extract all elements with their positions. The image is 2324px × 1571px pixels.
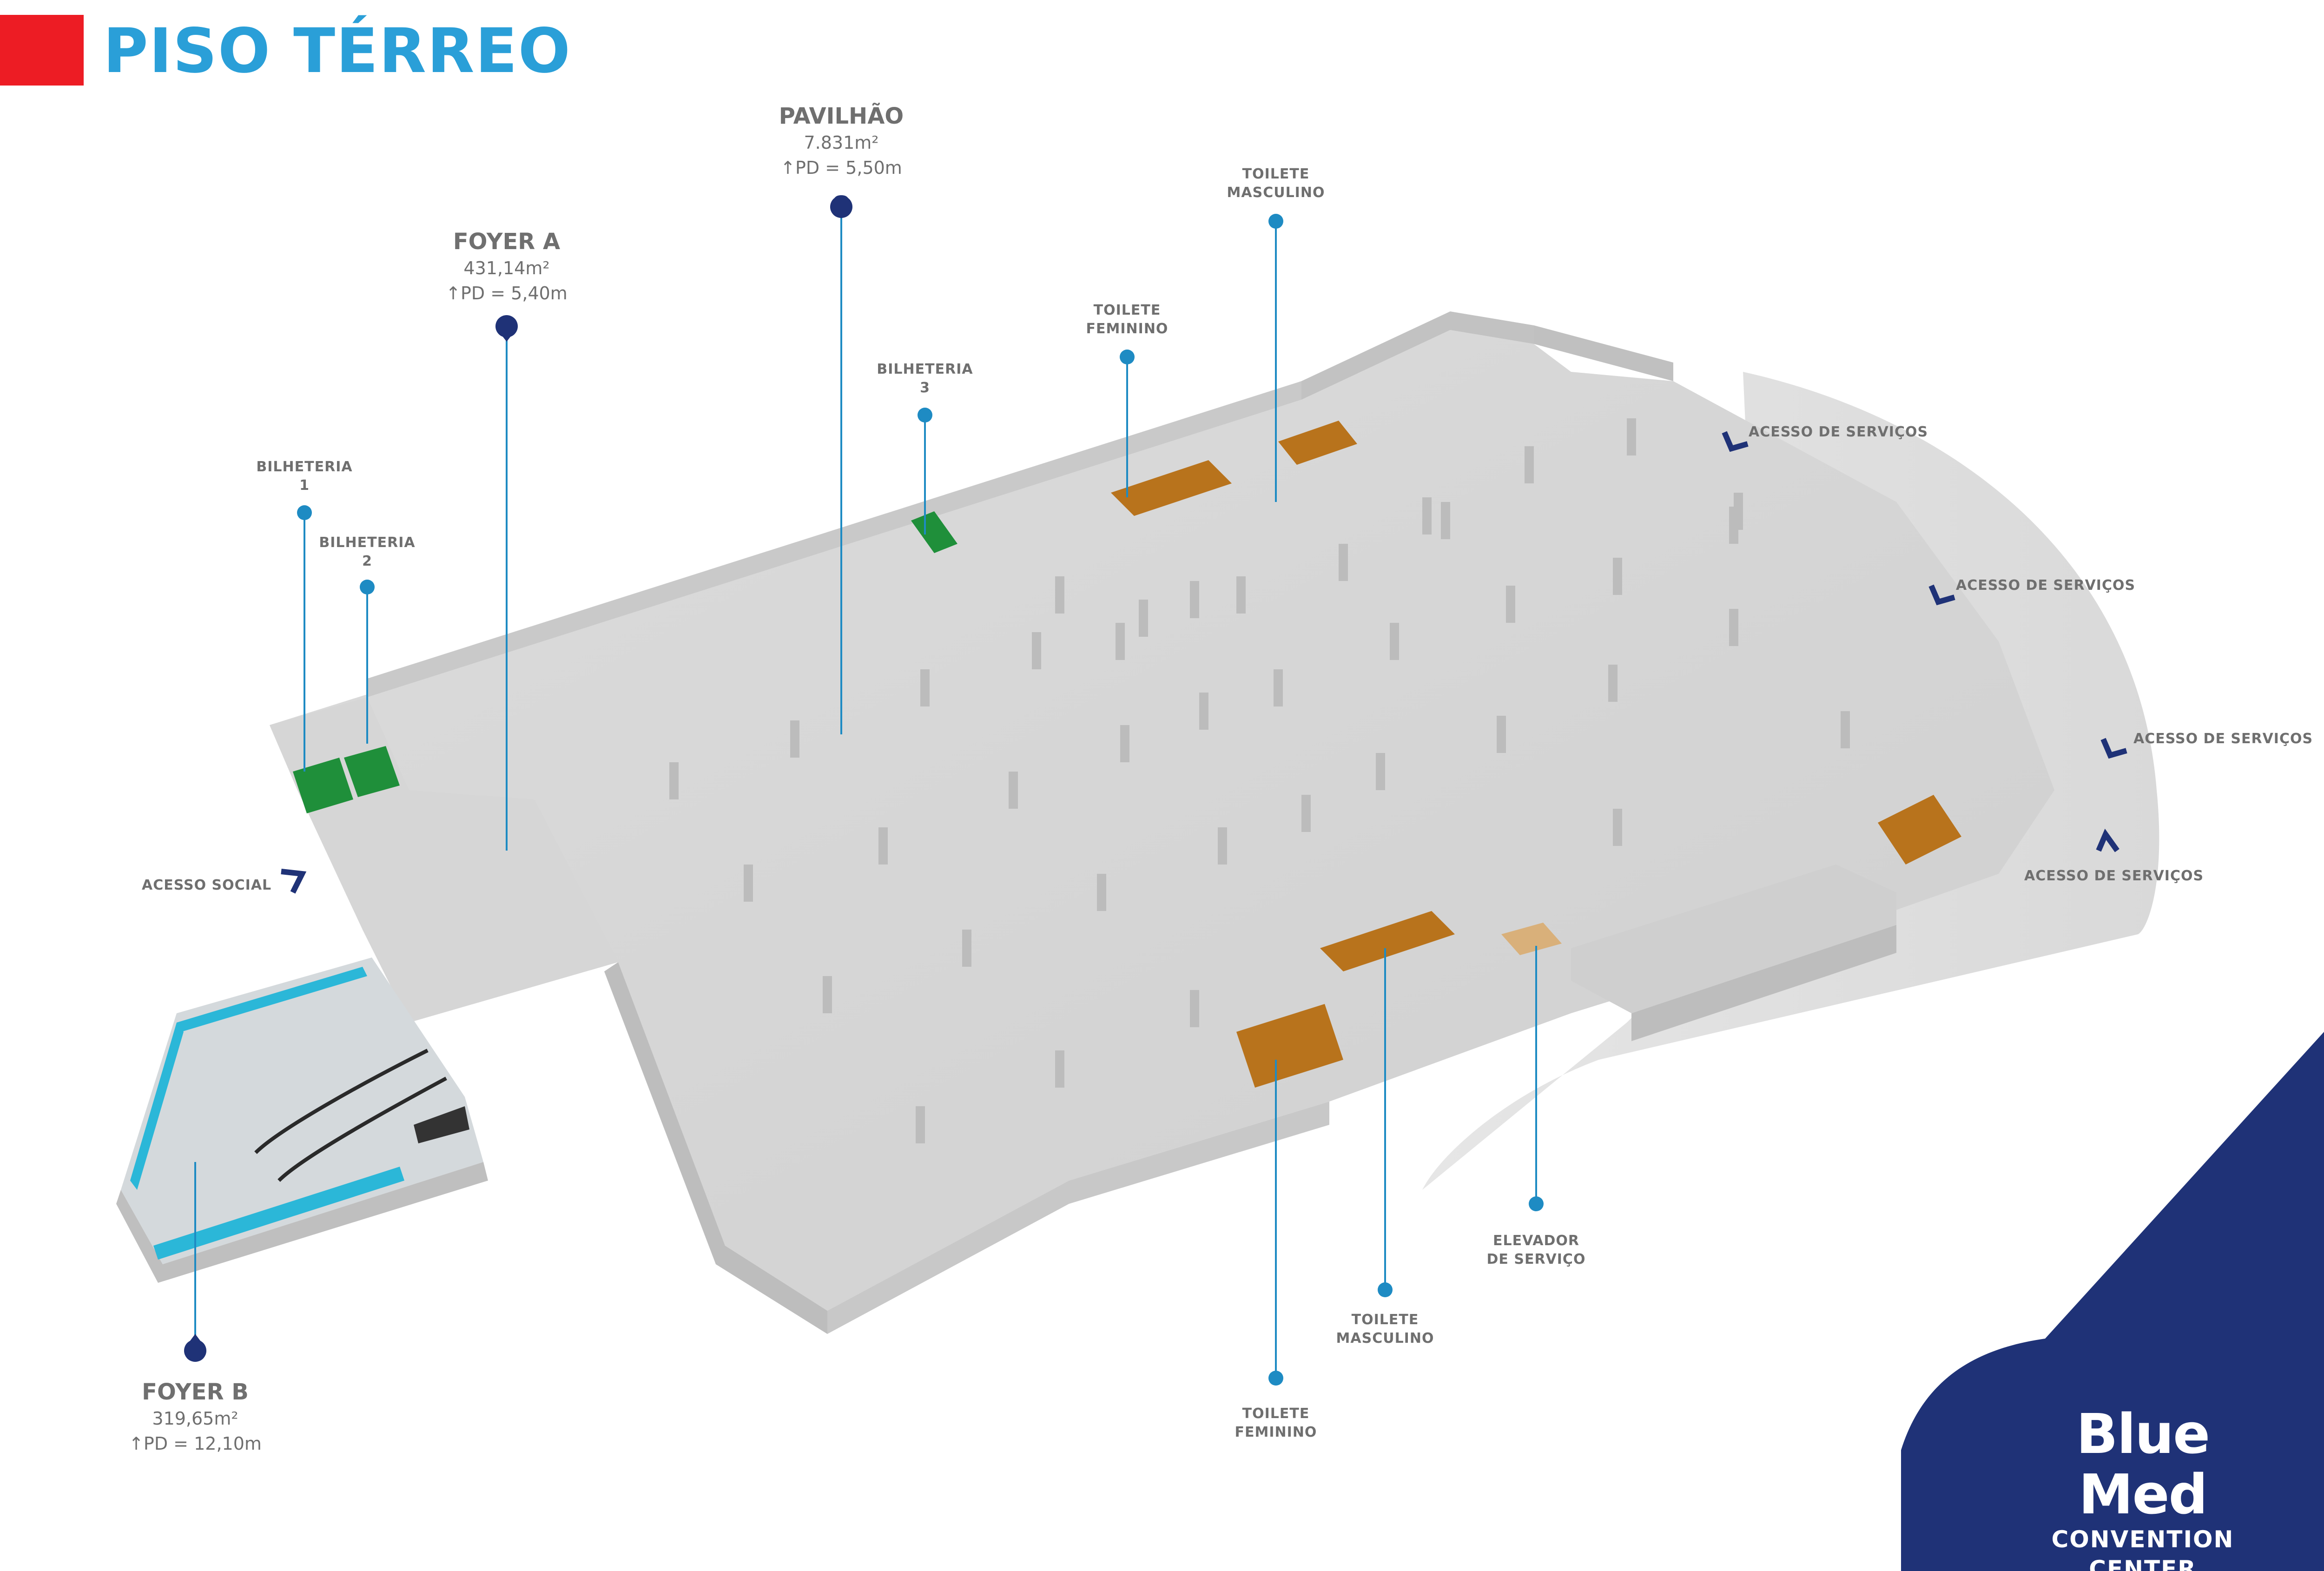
acesso-servicos-2-label: ACESSO DE SERVIÇOS [1956, 577, 2136, 594]
bilheteria-1-line1: BILHETERIA [256, 459, 353, 475]
toilete-masculino-top-label: TOILETE MASCULINO [1206, 165, 1346, 202]
pavilion-columns [669, 418, 1850, 1143]
service-block-front [1631, 925, 1896, 1041]
brand-logo: Blue Med CONVENTION CENTER [2008, 1404, 2278, 1571]
north-wall-top [1301, 311, 1534, 400]
map-pin-icon [184, 1334, 206, 1362]
elevador-servico-line2: DE SERVIÇO [1486, 1251, 1586, 1267]
map-pin-icon [830, 195, 852, 218]
ticket-booth-1 [293, 758, 353, 813]
escalator-icon [254, 1049, 447, 1182]
page-title: PISO TÉRREO [103, 15, 571, 87]
toilete-feminino-bottom-line1: TOILETE [1242, 1406, 1310, 1422]
toilete-feminino-top-line1: TOILETE [1093, 302, 1161, 318]
escalator-dark-ramp [414, 1106, 469, 1143]
map-pin-icon [297, 214, 1544, 1386]
brand-name: Blue Med [2076, 1402, 2210, 1526]
map-pin-icon [495, 315, 518, 342]
foyer-a-height: ↑PD = 5,40m [446, 283, 568, 304]
toilete-feminino-top-line2: FEMININO [1086, 321, 1169, 337]
foyer-b-glass-3 [130, 1023, 184, 1190]
service-block [1571, 865, 1896, 1013]
foyer-b-edge [116, 1162, 488, 1283]
foyer-b-glass-2 [153, 1167, 404, 1260]
brand-subtitle: CONVENTION CENTER [2051, 1526, 2234, 1571]
bilheteria-1-label: BILHETERIA 1 [235, 458, 374, 495]
ticket-booth-2 [344, 746, 400, 797]
bilheteria-3-label: BILHETERIA 3 [855, 360, 995, 397]
pavilion-floor [270, 330, 2054, 1311]
toilete-masculino-bottom-line1: TOILETE [1351, 1312, 1419, 1328]
restroom-top-feminino [1111, 460, 1232, 516]
acesso-servicos-3-label: ACESSO DE SERVIÇOS [2133, 731, 2313, 747]
title-accent-block [0, 15, 84, 86]
foyer-b-floor [121, 957, 483, 1264]
pavilion-edge-right [827, 1102, 1329, 1334]
bilheteria-3-line2: 3 [920, 380, 930, 396]
restroom-bottom-feminino [1236, 1004, 1343, 1088]
bilheteria-2-label: BILHETERIA 2 [297, 534, 437, 571]
leader-lines [194, 214, 1537, 1378]
foyer-a-name: FOYER A [453, 229, 561, 255]
foyer-b-name: FOYER B [142, 1379, 249, 1405]
foyer-b-area: 319,65m² [152, 1408, 238, 1429]
toilete-feminino-bottom-line2: FEMININO [1235, 1424, 1317, 1440]
east-wall [1534, 325, 1673, 381]
brand-corner-band [1901, 1032, 2324, 1571]
bilheteria-3-line1: BILHETERIA [877, 361, 973, 377]
foyer-b-height: ↑PD = 12,10m [129, 1433, 262, 1454]
elevator-room [1501, 923, 1562, 955]
acesso-social-label: ACESSO SOCIAL [142, 877, 272, 893]
restroom-bottom-masculino [1320, 911, 1455, 971]
bilheteria-1-line2: 1 [299, 477, 310, 494]
foyer-b-glass-1 [177, 967, 367, 1032]
pavilhao-name: PAVILHÃO [779, 103, 904, 129]
ticket-booth-3 [911, 511, 957, 553]
elevador-servico-label: ELEVADOR DE SERVIÇO [1466, 1232, 1606, 1269]
acesso-servicos-1-label: ACESSO DE SERVIÇOS [1749, 424, 1928, 440]
restroom-top-masculino [1278, 421, 1357, 465]
foyer-b-label: FOYER B 319,65m² ↑PD = 12,10m [88, 1378, 302, 1456]
toilete-feminino-bottom-label: TOILETE FEMININO [1206, 1405, 1346, 1442]
bilheteria-2-line2: 2 [362, 553, 372, 569]
pavilion-edge [604, 962, 827, 1334]
toilete-masculino-bottom-line2: MASCULINO [1336, 1330, 1434, 1347]
toilete-masculino-top-line2: MASCULINO [1227, 185, 1325, 201]
pavilhao-height: ↑PD = 5,50m [780, 158, 902, 178]
bilheteria-2-line1: BILHETERIA [319, 535, 416, 551]
toilete-masculino-top-line1: TOILETE [1242, 166, 1310, 182]
toilete-feminino-top-label: TOILETE FEMININO [1057, 301, 1197, 338]
restroom-right [1878, 795, 1961, 865]
pavilhao-label: PAVILHÃO 7.831m² ↑PD = 5,50m [734, 102, 948, 180]
pavilhao-area: 7.831m² [804, 132, 879, 153]
north-wall [367, 381, 1301, 697]
foyer-a-label: FOYER A 431,14m² ↑PD = 5,40m [400, 228, 614, 306]
elevador-servico-line1: ELEVADOR [1492, 1233, 1579, 1249]
toilete-masculino-bottom-label: TOILETE MASCULINO [1315, 1311, 1455, 1348]
foyer-a-area: 431,14m² [463, 258, 550, 278]
access-chevron-icon [281, 431, 2127, 894]
acesso-servicos-4-label: ACESSO DE SERVIÇOS [2024, 868, 2204, 884]
